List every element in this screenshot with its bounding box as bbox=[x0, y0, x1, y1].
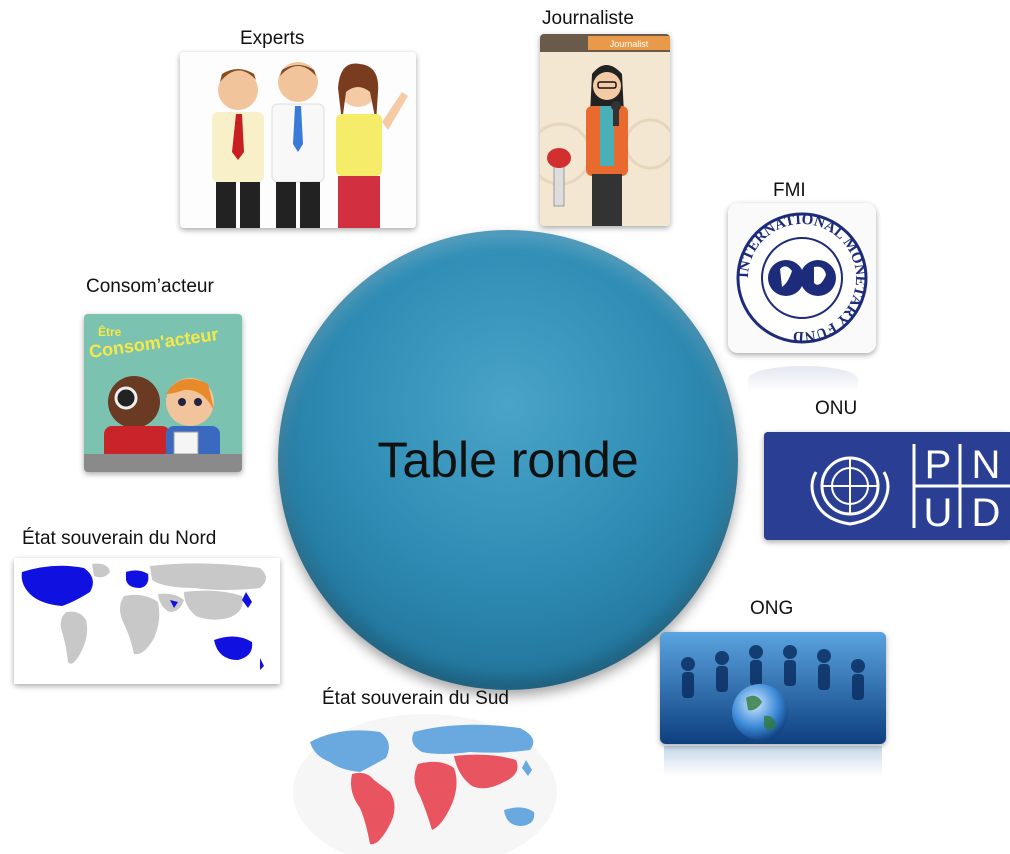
fmi-logo: INTERNATIONAL MONETARY FUND bbox=[728, 203, 876, 353]
svg-text:N: N bbox=[972, 443, 1001, 487]
journalist-banner-text: Journalist bbox=[610, 39, 649, 49]
consomacteur-image: Être Consom'acteur bbox=[84, 314, 242, 472]
sud-label: État souverain du Sud bbox=[322, 688, 509, 709]
experts-image bbox=[180, 52, 416, 228]
fmi-reflection bbox=[748, 366, 858, 392]
journaliste-image: Journalist bbox=[540, 34, 670, 226]
fmi-label: FMI bbox=[773, 180, 806, 201]
ong-reflection bbox=[664, 746, 882, 776]
svg-text:D: D bbox=[972, 491, 1001, 535]
nord-map bbox=[14, 558, 280, 684]
onu-label: ONU bbox=[815, 398, 858, 419]
consomacteur-title-1: Être bbox=[98, 324, 122, 339]
experts-label: Experts bbox=[240, 28, 305, 49]
ong-image bbox=[660, 632, 886, 744]
onu-logo: P N U D bbox=[764, 432, 1010, 540]
journaliste-label: Journaliste bbox=[542, 8, 634, 29]
consomacteur-label: Consom’acteur bbox=[86, 276, 214, 297]
ong-label: ONG bbox=[750, 598, 794, 619]
nord-label: État souverain du Nord bbox=[22, 528, 217, 549]
svg-text:U: U bbox=[924, 491, 953, 535]
center-label: Table ronde bbox=[377, 432, 639, 488]
svg-text:P: P bbox=[925, 443, 952, 487]
table-ronde-circle: Table ronde bbox=[278, 230, 738, 690]
sud-map bbox=[290, 712, 560, 854]
